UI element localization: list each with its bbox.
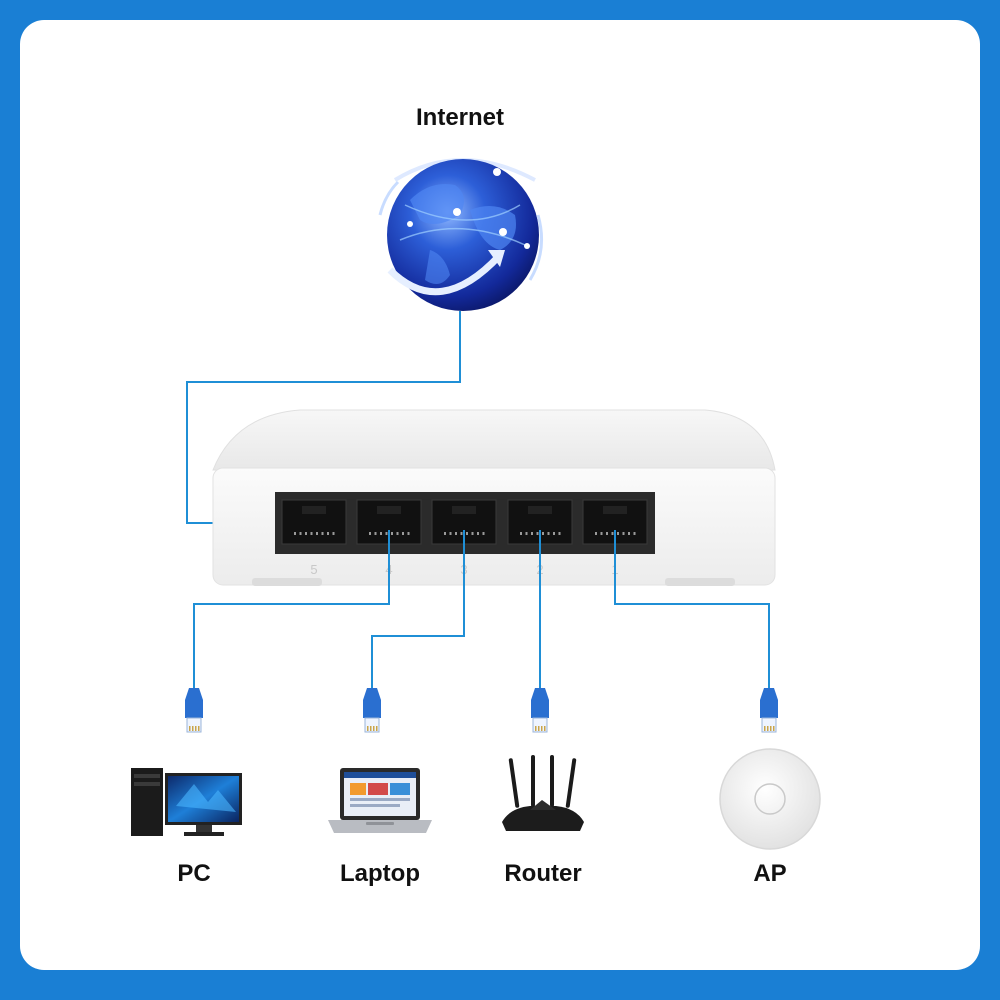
ap-label: AP bbox=[753, 860, 787, 887]
laptop-icon bbox=[328, 768, 432, 833]
ethernet-port bbox=[582, 499, 648, 545]
network-switch bbox=[212, 409, 776, 586]
globe-icon bbox=[378, 158, 544, 311]
pc-label: PC bbox=[177, 860, 211, 887]
router-label: Router bbox=[504, 860, 582, 887]
laptop-cable bbox=[371, 530, 465, 688]
port-number-label: 5 bbox=[310, 562, 317, 577]
pc-cable bbox=[193, 530, 390, 688]
rj45-connector-icon bbox=[363, 688, 381, 733]
internet-label: Internet bbox=[415, 104, 505, 131]
rj45-connector-icon bbox=[531, 688, 549, 733]
laptop-label: Laptop bbox=[340, 860, 420, 887]
access-point-icon bbox=[719, 748, 821, 850]
device-cables bbox=[193, 530, 770, 688]
wifi-router-icon bbox=[502, 755, 584, 831]
rj45-connector-icon bbox=[760, 688, 778, 733]
ethernet-port bbox=[281, 499, 347, 545]
rj45-connectors bbox=[185, 688, 778, 733]
rj45-connector-icon bbox=[185, 688, 203, 733]
ap-cable bbox=[614, 530, 770, 688]
desktop-pc-icon bbox=[131, 768, 242, 836]
